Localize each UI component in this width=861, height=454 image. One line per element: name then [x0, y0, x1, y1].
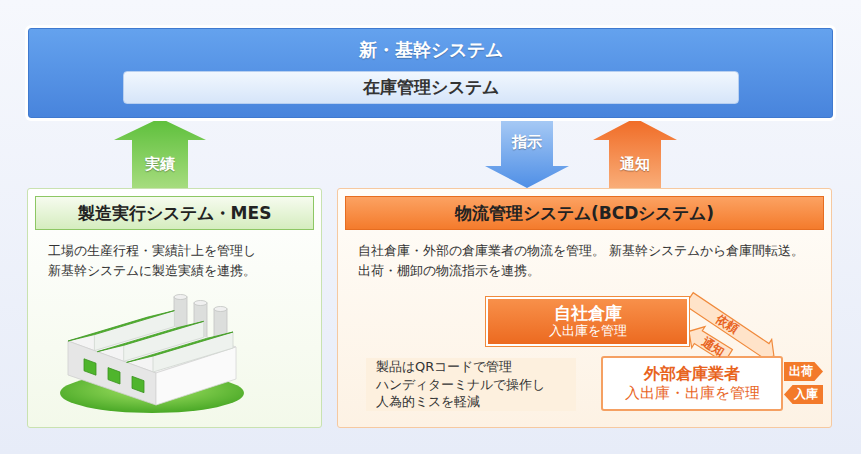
- system-panel: 物流管理システム(BCDシステム) 自社倉庫・外部の倉庫業者の物流を管理。 新基幹…: [337, 188, 832, 428]
- box-title: 在庫管理システム: [363, 76, 499, 99]
- panel-heading: 製造実行システム・MES: [35, 196, 314, 230]
- flow-arrow: [114, 118, 206, 188]
- box-subtitle: 入出庫・出庫を管理: [625, 384, 760, 404]
- subsystem-box: 在庫管理システム: [123, 71, 739, 104]
- arrow-label: 通知: [620, 157, 650, 172]
- band-title: 新・基幹システム: [29, 38, 832, 62]
- factory-illustration: [56, 289, 248, 417]
- panel-heading: 物流管理システム(BCDシステム): [345, 196, 824, 230]
- warehouse-box: 外部倉庫業者入出庫・出庫を管理: [601, 356, 783, 411]
- system-band: 新・基幹システム在庫管理システム: [28, 28, 833, 118]
- box-title: 自社倉庫: [554, 303, 622, 323]
- box-subtitle: 入出庫を管理: [549, 323, 627, 340]
- panel-body: 自社倉庫・外部の倉庫業者の物流を管理。 新基幹システムから倉庫間転送。出荷・棚卸…: [358, 241, 817, 280]
- warehouse-box: 自社倉庫入出庫を管理: [486, 297, 689, 346]
- panel-body: 工場の生産行程・実績計上を管理し 新基幹システムに製造実績を連携。: [48, 241, 307, 280]
- note-box: 製品はQRコードで管理 ハンディターミナルで操作し 人為的ミスを軽減: [366, 358, 576, 411]
- flow-arrow: [485, 118, 569, 188]
- system-panel: 製造実行システム・MES 工場の生産行程・実績計上を管理し 新基幹システムに製造実…: [27, 188, 322, 428]
- note-text: 製品はQRコードで管理 ハンディターミナルで操作し 人為的ミスを軽減: [376, 358, 566, 411]
- arrow-label: 指示: [512, 135, 542, 150]
- flow-arrow: [593, 118, 677, 188]
- flow-arrow: [685, 293, 774, 361]
- box-title: 外部倉庫業者: [644, 364, 740, 384]
- arrow-label: 実績: [145, 157, 175, 172]
